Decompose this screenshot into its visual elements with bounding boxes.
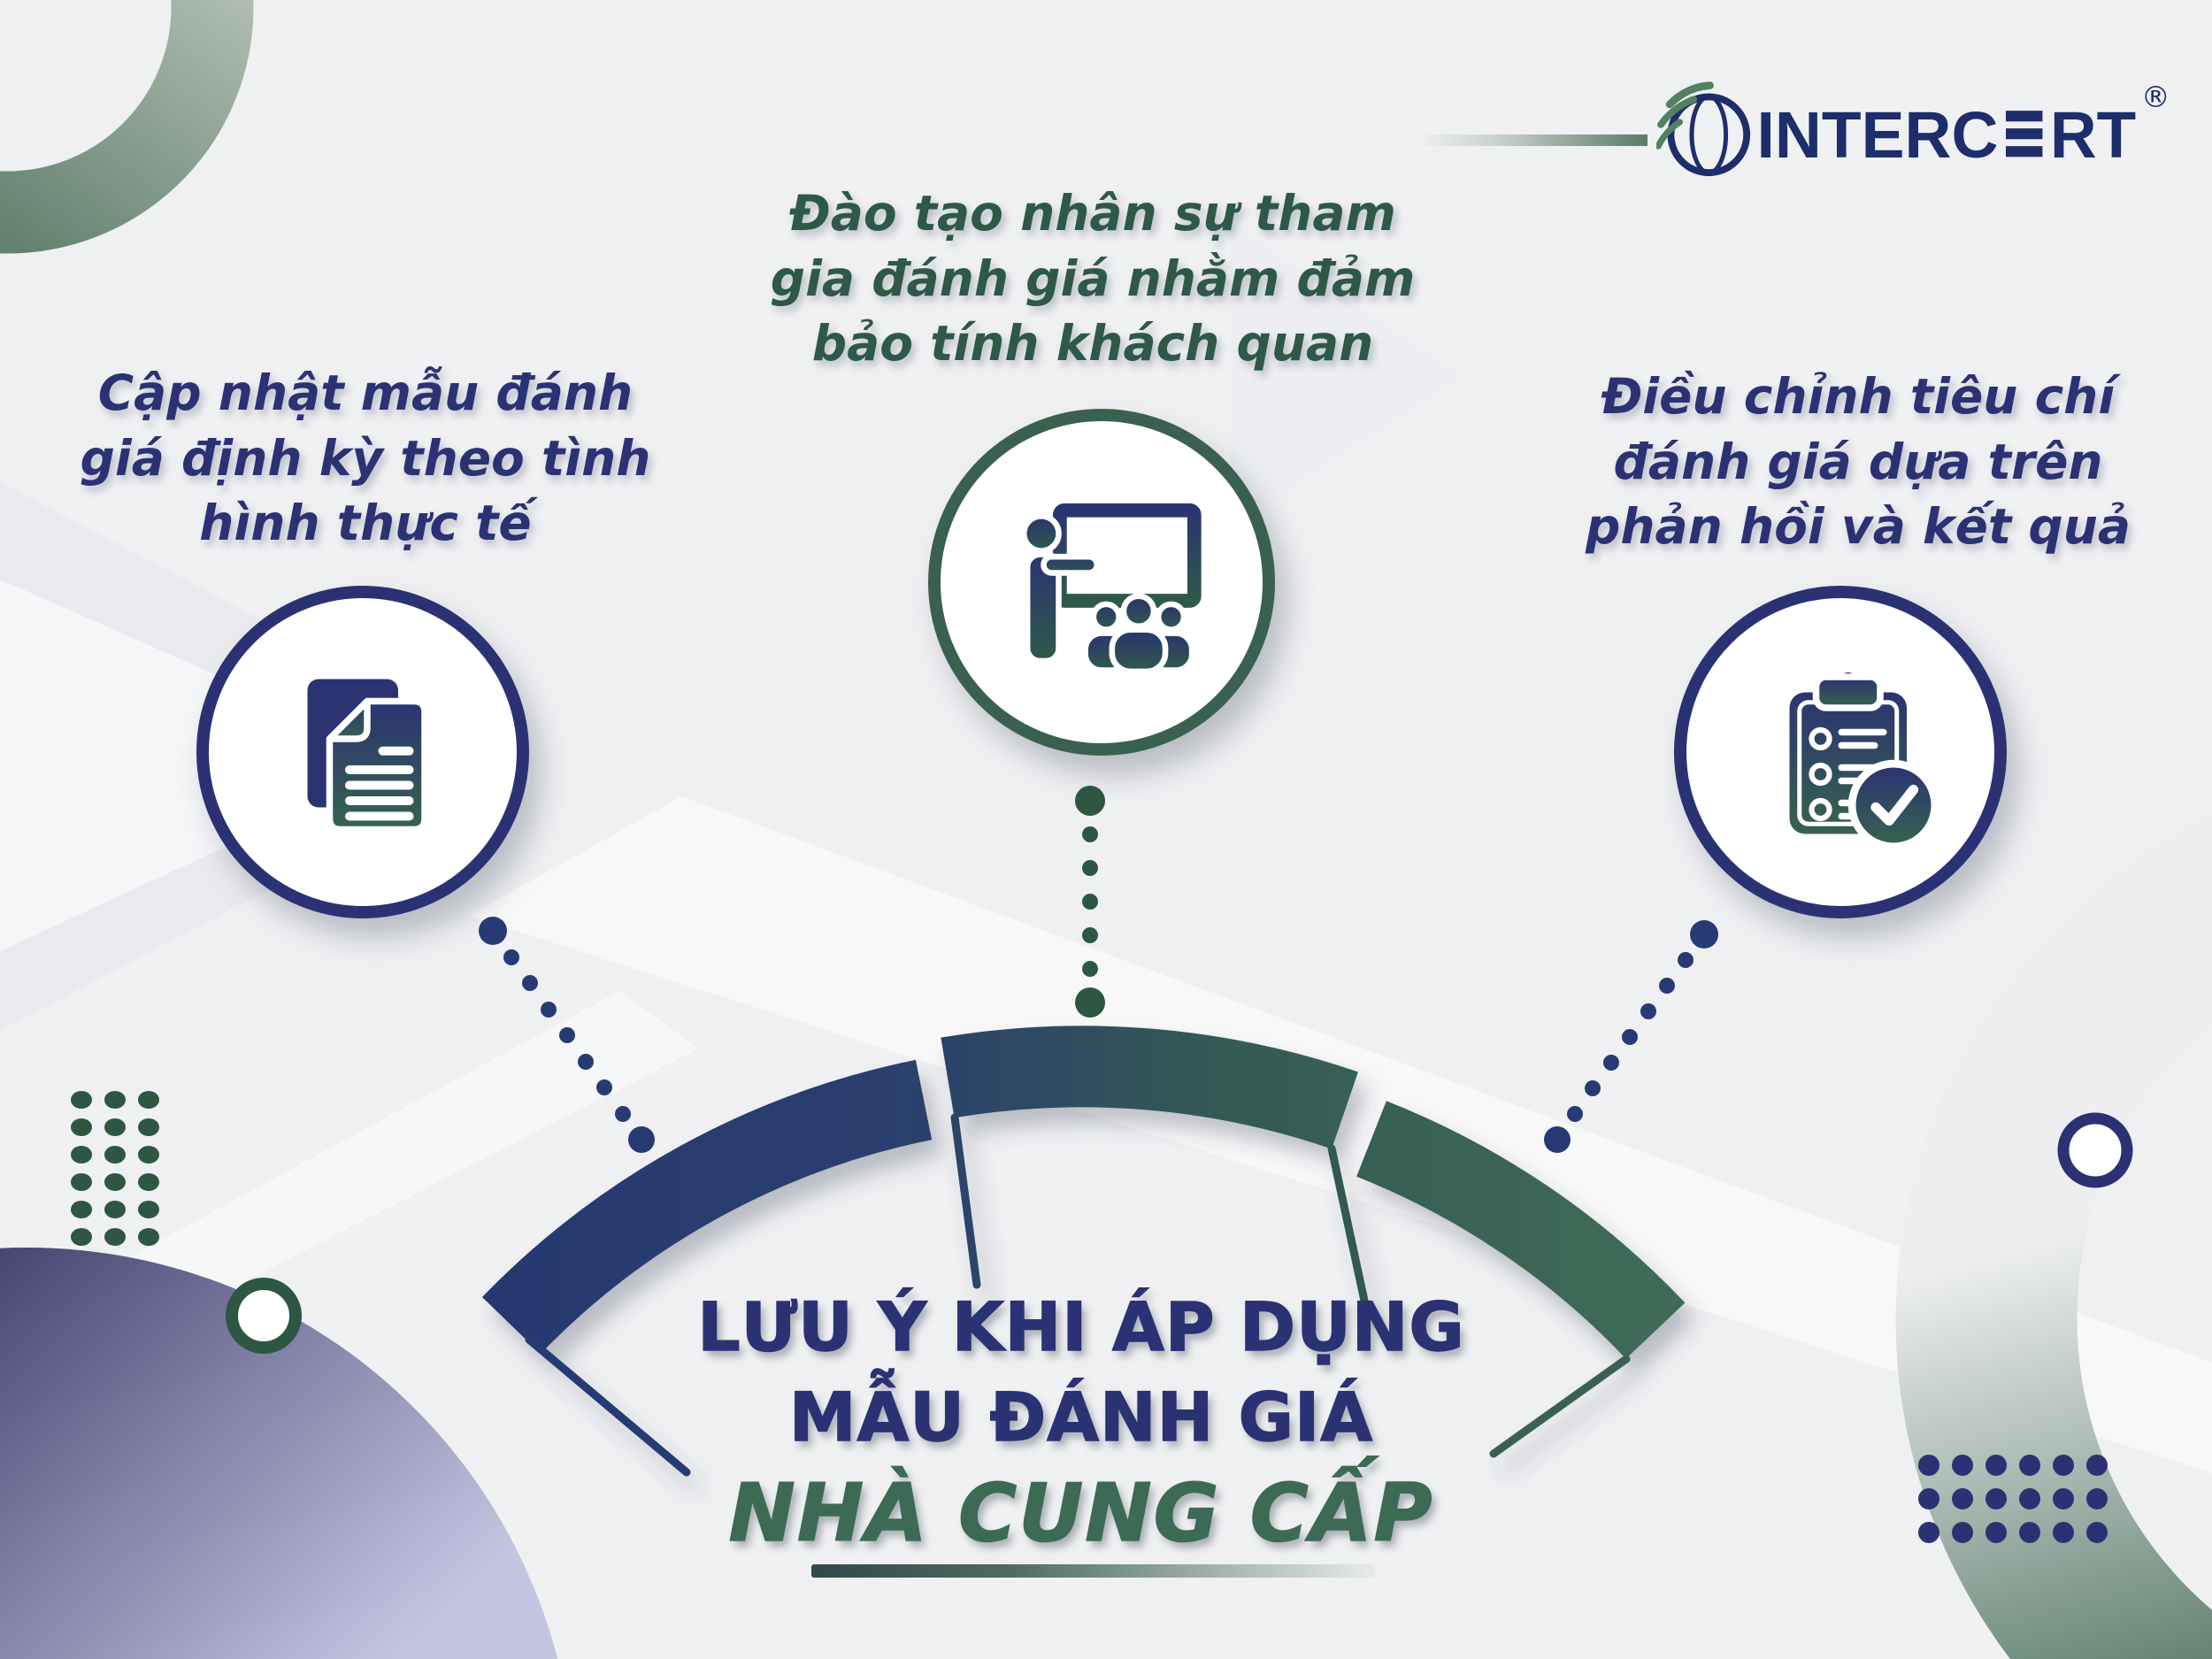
icon-circle-clipboard — [1674, 586, 2007, 918]
navy-dot-grid — [1918, 1455, 2108, 1543]
icon-circle-training — [928, 409, 1275, 756]
icon-circle-documents — [196, 586, 529, 918]
clipboard-check-icon — [1789, 665, 1939, 851]
center-dotted-connector — [1075, 786, 1105, 1018]
documents-icon — [307, 679, 428, 833]
left-dotted-connector — [479, 917, 655, 1153]
bottom-right-ring — [1895, 811, 2212, 1659]
gauge-arc-right-segment — [1356, 1101, 1686, 1359]
note-text-adjust: Điều chỉnh tiêu chí đánh giá dựa trên ph… — [1586, 368, 2131, 556]
note-text-update: Cập nhật mẫu đánh giá định kỳ theo tình … — [80, 365, 651, 552]
intercert-wordmark-prefix: INTERC — [1757, 98, 1999, 172]
right-ring-accent — [2057, 1112, 2133, 1188]
gauge-arc-middle-segment — [941, 1025, 1358, 1149]
right-dotted-connector — [1544, 920, 1718, 1153]
note-text-training: Đào tạo nhân sự tham gia đánh giá nhằm đ… — [770, 185, 1416, 373]
training-icon — [1020, 503, 1202, 675]
registered-mark: ® — [2141, 81, 2170, 114]
title-line-1: LƯU Ý KHI ÁP DỤNG — [696, 1287, 1465, 1366]
gauge-arc-tails — [525, 1113, 1631, 1477]
title-block: LƯU Ý KHI ÁP DỤNG MẪU ĐÁNH GIÁ NHÀ CUNG … — [484, 1287, 1678, 1560]
intercert-e-bars — [2006, 111, 2043, 157]
bottom-left-disc — [0, 1248, 558, 1659]
top-left-ring — [0, 0, 254, 254]
title-line-2: MẪU ĐÁNH GIÁ — [788, 1378, 1374, 1456]
gauge-arc — [481, 1025, 1686, 1477]
intercert-logo: INTERC RT ® — [1656, 81, 2170, 177]
logo-gradient-dash — [1416, 134, 1647, 146]
gauge-arc-left-segment — [481, 1059, 933, 1355]
globe-icon — [1656, 81, 1751, 177]
title-underline — [811, 1564, 1375, 1578]
left-ring-accent — [226, 1278, 302, 1354]
title-line-3: NHÀ CUNG CẤP — [728, 1467, 1434, 1560]
green-dot-grid — [71, 1091, 159, 1246]
intercert-wordmark-suffix: RT — [2050, 98, 2136, 172]
